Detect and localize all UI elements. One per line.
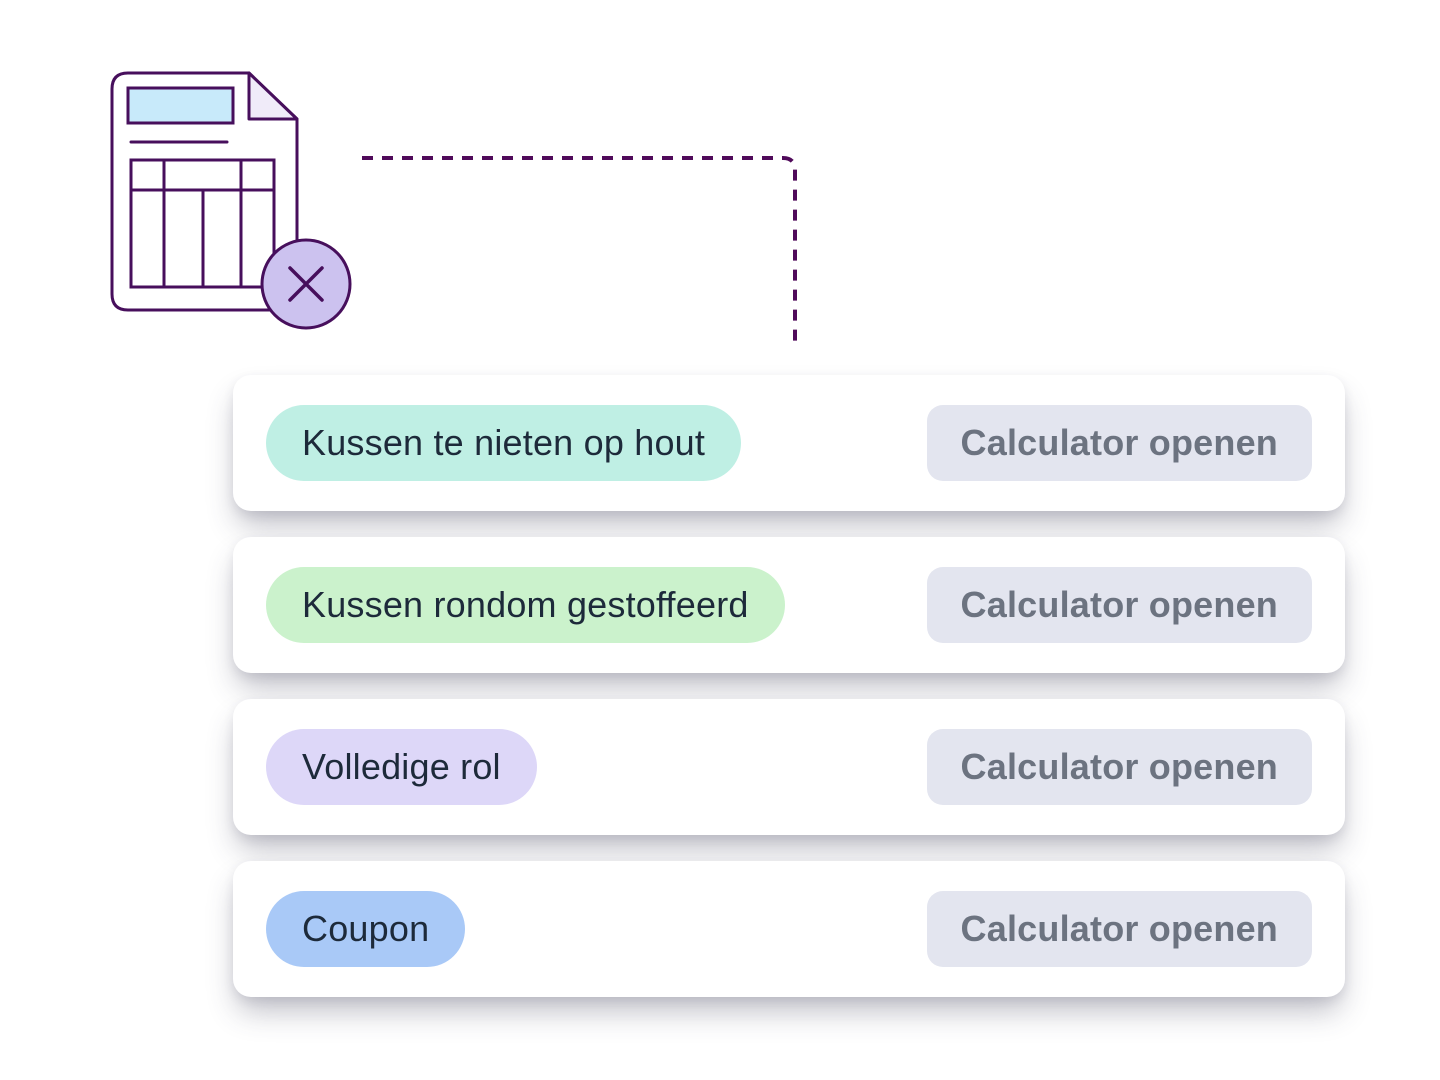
product-type-tag: Kussen te nieten op hout bbox=[266, 405, 742, 481]
invoice-fold-corner bbox=[247, 71, 299, 121]
invoice-table-border bbox=[129, 158, 276, 289]
calculator-row: Kussen rondom gestoffeerd Calculator ope… bbox=[233, 537, 1345, 673]
product-type-tag: Volledige rol bbox=[266, 729, 537, 805]
close-x-icon bbox=[288, 266, 324, 302]
invoice-header-bar bbox=[126, 86, 235, 125]
invoice-body bbox=[110, 71, 299, 312]
invoice-document-icon bbox=[110, 71, 299, 312]
calculator-row: Volledige rol Calculator openen bbox=[233, 699, 1345, 835]
open-calculator-button[interactable]: Calculator openen bbox=[926, 891, 1312, 967]
close-badge-circle bbox=[260, 238, 352, 330]
close-badge bbox=[260, 238, 352, 330]
calculator-row: Kussen te nieten op hout Calculator open… bbox=[233, 375, 1345, 511]
dashed-connector-line bbox=[362, 156, 797, 347]
calculator-row: Coupon Calculator openen bbox=[233, 861, 1345, 997]
open-calculator-button[interactable]: Calculator openen bbox=[926, 567, 1312, 643]
product-type-tag: Coupon bbox=[266, 891, 466, 967]
invoice-table bbox=[129, 158, 276, 289]
open-calculator-button[interactable]: Calculator openen bbox=[926, 405, 1312, 481]
product-type-tag: Kussen rondom gestoffeerd bbox=[266, 567, 785, 643]
open-calculator-button[interactable]: Calculator openen bbox=[926, 729, 1312, 805]
